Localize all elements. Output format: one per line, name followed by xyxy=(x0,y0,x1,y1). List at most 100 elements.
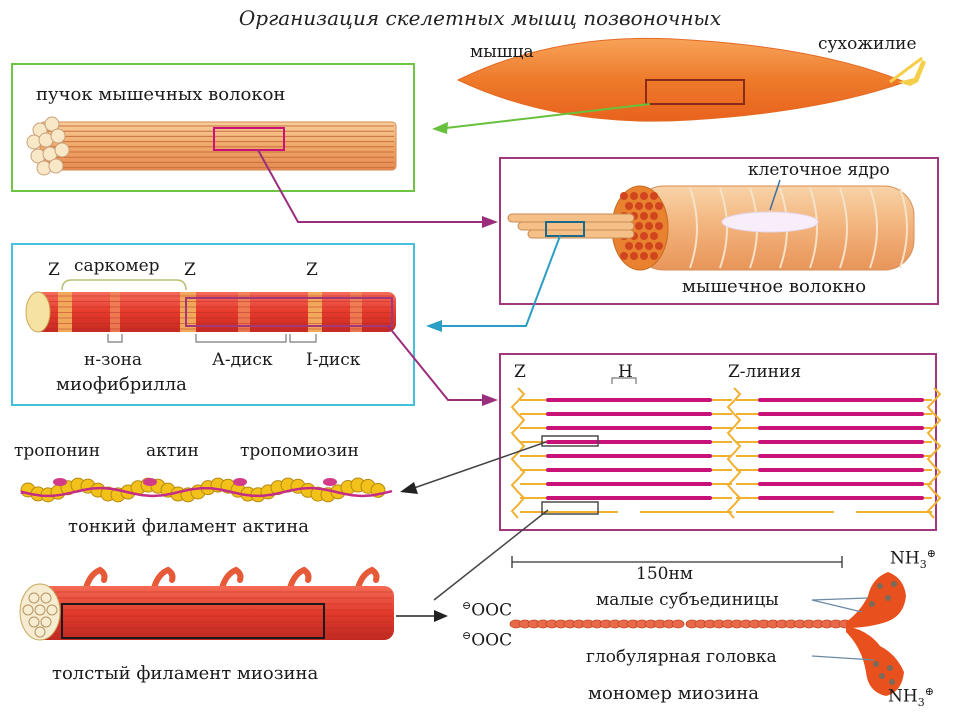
myofibril-dot xyxy=(645,242,653,250)
myofibril-dot xyxy=(650,192,658,200)
label-sarc-h: H xyxy=(618,362,633,382)
monomer-upper-head xyxy=(846,572,906,628)
myosin-end-dot xyxy=(34,604,46,616)
label-globular-head: глобулярная головка xyxy=(586,647,777,667)
myosin-head xyxy=(83,566,108,591)
thin-filament-drawing xyxy=(20,477,393,503)
label-h-zone: н-зона xyxy=(84,350,143,370)
myofibril-dot xyxy=(650,232,658,240)
label-length: 150нм xyxy=(636,564,694,584)
thick-zoom-box xyxy=(61,603,325,639)
h-bracket xyxy=(611,377,637,384)
label-fiber: мышечное волокно xyxy=(682,276,867,297)
head-texture-dot xyxy=(873,661,879,667)
myosin-head xyxy=(287,566,312,591)
arrow-bundle-to-fiber xyxy=(257,149,498,228)
myofibril-dot xyxy=(655,242,663,250)
thick-filament-drawing xyxy=(19,566,394,641)
cell-nucleus xyxy=(721,211,819,233)
label-sarc-z: Z xyxy=(514,362,526,382)
i-band xyxy=(58,292,72,332)
myosin-monomer xyxy=(509,572,906,696)
label-a-disk: А-диск xyxy=(212,350,273,370)
thick-filament-zoom-box xyxy=(541,501,599,515)
page-title: Организация скелетных мышц позвоночных xyxy=(238,6,722,30)
protruding-myofibril xyxy=(507,213,635,223)
monomer-lower-head xyxy=(846,626,904,696)
label-monomer: мономер миозина xyxy=(588,683,759,704)
arrow-to-thin-filament xyxy=(400,441,547,494)
myofibril-dot xyxy=(650,212,658,220)
label-z-3: Z xyxy=(306,260,318,280)
bundle-fiber-end xyxy=(48,158,64,174)
tendon xyxy=(898,60,926,86)
myofibril-dot xyxy=(625,202,633,210)
myosin-head xyxy=(355,566,380,591)
arrow-myofibril-to-sarcomere xyxy=(387,325,498,406)
fiber-panel xyxy=(499,157,939,305)
myofibril-dot xyxy=(650,252,658,260)
fiber-striation xyxy=(839,187,848,269)
fiber-striation xyxy=(719,187,728,269)
sarcomere-drawing xyxy=(510,387,942,519)
z-line xyxy=(926,387,942,519)
label-z-line: Z-линия xyxy=(728,362,802,382)
sarcomere-bracket xyxy=(61,279,187,291)
troponin xyxy=(53,478,67,486)
troponin xyxy=(323,478,337,486)
myosin-end-dot xyxy=(46,604,58,616)
label-tropomyosin: тропомиозин xyxy=(240,441,359,461)
myofibril-drawing xyxy=(25,291,396,333)
head-texture-dot xyxy=(889,679,895,685)
label-small-subunits: малые субъединицы xyxy=(596,590,779,610)
i-band xyxy=(308,292,322,332)
head-texture-dot xyxy=(887,665,893,671)
myofibril-dot xyxy=(655,202,663,210)
i-band xyxy=(180,292,196,332)
label-i-disk: I-диск xyxy=(306,350,361,370)
myofibril-dot xyxy=(645,222,653,230)
length-scale xyxy=(511,556,843,568)
label-nucleus: клеточное ядро xyxy=(748,160,890,180)
label-muscle: мышца xyxy=(470,42,534,62)
head-texture-dot xyxy=(877,583,883,589)
label-sarcomere: саркомер xyxy=(74,256,160,276)
myosin-head xyxy=(151,566,176,591)
troponin xyxy=(233,478,247,486)
label-bundle: пучок мышечных волокон xyxy=(36,84,286,105)
fiber-striation xyxy=(809,187,818,269)
myofibril-dot xyxy=(630,192,638,200)
head-texture-dot xyxy=(879,673,885,679)
fiber-striation xyxy=(869,187,878,269)
troponin xyxy=(143,478,157,486)
z-line xyxy=(510,387,526,519)
myofibril-dot xyxy=(635,242,643,250)
myofibril-panel xyxy=(11,243,415,406)
fiber-striation xyxy=(689,187,698,269)
nucleus-pointer xyxy=(769,179,781,211)
bundle-panel xyxy=(11,63,415,192)
fiber-zoom-box xyxy=(545,221,585,237)
label-tendon: сухожилие xyxy=(818,34,917,54)
label-nh3-bottom: NH3⊕ xyxy=(888,685,934,710)
label-troponin: тропонин xyxy=(14,441,101,461)
myofibril-dot xyxy=(640,232,648,240)
label-z-1: Z xyxy=(48,260,60,280)
arrow-muscle-to-bundle xyxy=(432,103,651,134)
myosin-head xyxy=(219,566,244,591)
myofibril-dot xyxy=(640,252,648,260)
thin-filament-zoom-box xyxy=(541,435,599,447)
h-zone-band xyxy=(238,292,250,332)
myofibril-dot xyxy=(640,212,648,220)
myosin-tail-segment xyxy=(671,619,685,629)
myosin-end-dot xyxy=(40,592,52,604)
fiber-drawing xyxy=(507,185,915,271)
myofibril-dot xyxy=(620,192,628,200)
label-thin-filament: тонкий филамент актина xyxy=(68,516,310,537)
myosin-end-dot xyxy=(34,626,46,638)
label-ooc-2: ⊖OOC xyxy=(462,629,513,651)
bundle-drawing xyxy=(26,116,397,176)
arrow-to-thick-filament xyxy=(433,509,549,601)
label-nh3-top: NH3⊕ xyxy=(890,547,936,572)
myofibril-dot xyxy=(620,252,628,260)
